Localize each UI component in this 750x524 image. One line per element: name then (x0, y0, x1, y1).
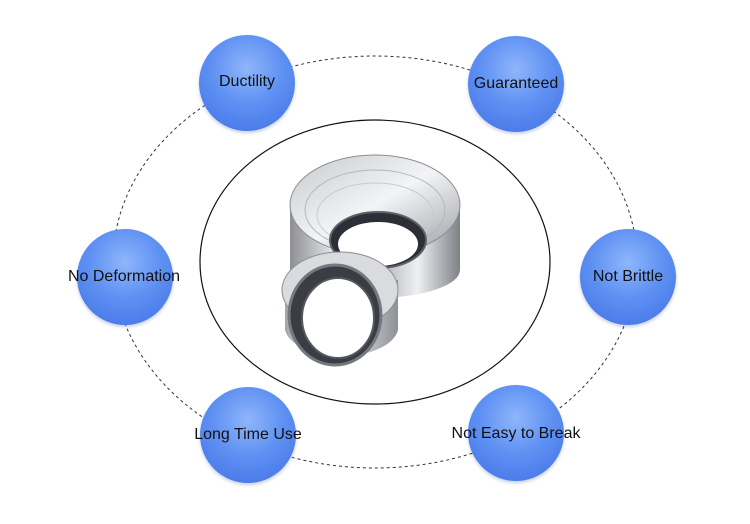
label-ductility: Ductility (218, 73, 276, 90)
label-guaranteed: Guaranteed (473, 75, 559, 92)
label-not-easy-to-break: Not Easy to Break (451, 425, 581, 442)
bubble-not-easy-to-break (468, 385, 564, 481)
bubble-not-brittle (580, 229, 676, 325)
bubble-guaranteed (468, 36, 564, 132)
label-not-brittle: Not Brittle (592, 268, 664, 285)
steel-coil-image (281, 154, 461, 367)
bubble-no-deformation (77, 229, 173, 325)
label-long-time-use: Long Time Use (194, 426, 302, 443)
label-no-deformation: No Deformation (67, 268, 181, 285)
bubble-long-time-use (200, 387, 296, 483)
bubble-ductility (199, 35, 295, 131)
